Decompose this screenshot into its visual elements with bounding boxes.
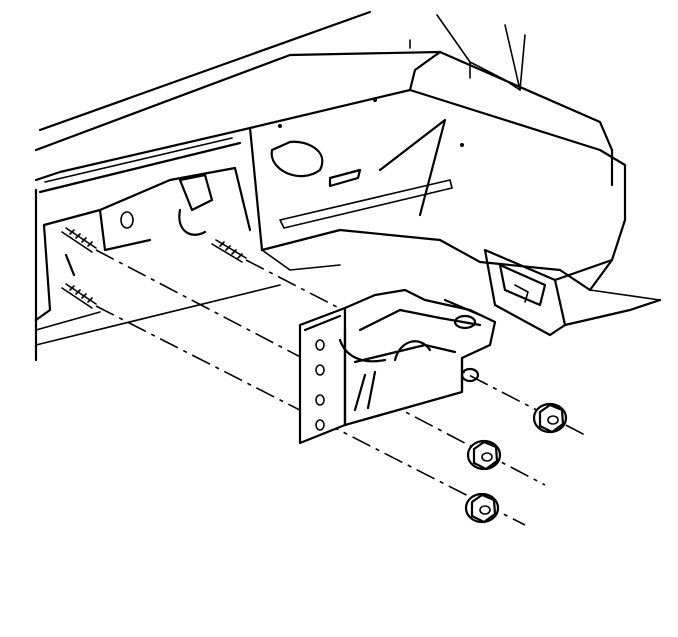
flange-nut-icon [464,492,500,524]
threaded-studs [61,227,247,309]
flange-nuts [464,402,568,524]
frame-rail [34,10,662,362]
flange-nut-icon [532,402,568,434]
mount-bracket [298,288,497,445]
threaded-stud-icon [211,239,247,263]
flange-nut-icon [466,439,502,471]
threaded-stud-icon [61,283,97,309]
threaded-stud-icon [61,227,97,253]
